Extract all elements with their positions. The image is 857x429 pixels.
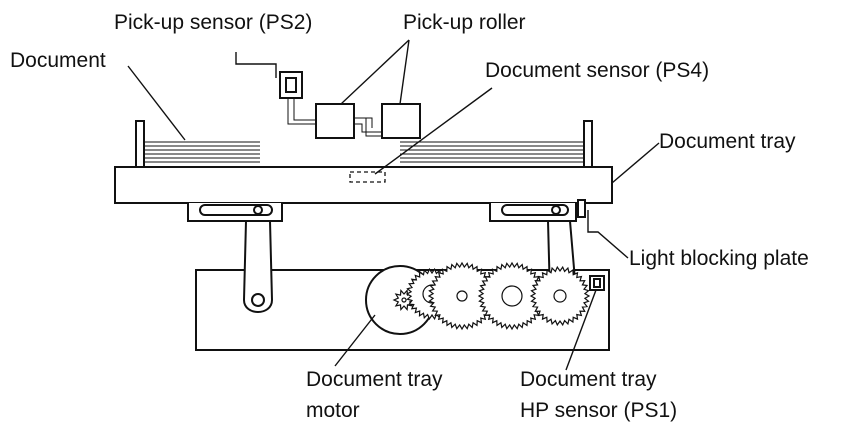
label-hp-sensor-2: HP sensor (PS1)	[520, 399, 677, 422]
label-hp-sensor-1: Document tray	[520, 368, 657, 391]
left-slide-bracket	[187, 203, 283, 222]
pickup-roller	[315, 103, 421, 139]
document-tray	[114, 166, 613, 204]
gear-train	[365, 261, 591, 335]
label-pickup-roller: Pick-up roller	[403, 11, 526, 34]
document-stack	[145, 140, 585, 165]
light-blocking-plate	[577, 199, 586, 218]
label-document-tray: Document tray	[659, 130, 796, 153]
label-tray-motor-2: motor	[306, 399, 360, 422]
label-document: Document	[10, 49, 106, 72]
label-document-sensor: Document sensor (PS4)	[485, 59, 709, 82]
motor-pinion-gear-hub	[401, 297, 407, 303]
right-document-guide	[583, 120, 593, 169]
left-document-guide	[135, 120, 145, 169]
output-gear-hub	[553, 289, 567, 303]
pickup-sensor-ps2	[279, 71, 316, 125]
document-sensor-ps4	[349, 171, 386, 183]
label-pickup-sensor: Pick-up sensor (PS2)	[114, 11, 312, 34]
idler-gear-3-hub	[501, 285, 523, 307]
right-slide-bracket	[489, 203, 577, 222]
label-light-blocking-plate: Light blocking plate	[629, 247, 809, 270]
left-link-arm	[242, 220, 274, 313]
leader-lines	[127, 39, 660, 371]
hp-sensor-ps1	[589, 275, 605, 291]
label-tray-motor-1: Document tray	[306, 368, 443, 391]
idler-gear-2-hub	[456, 290, 468, 302]
